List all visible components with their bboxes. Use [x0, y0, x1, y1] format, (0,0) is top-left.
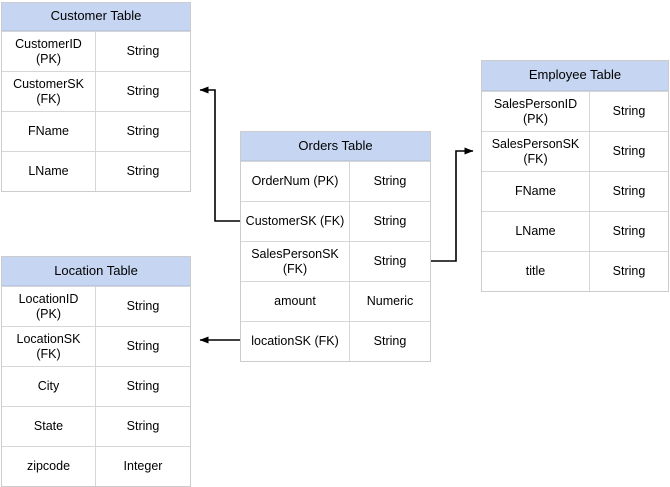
column-type: Numeric [366, 294, 414, 308]
table-row[interactable]: LocationID (PK) String [2, 286, 190, 326]
table-row[interactable]: zipcode Integer [2, 446, 190, 486]
column-name: amount [241, 282, 350, 321]
entity-table-location[interactable]: Location Table LocationID (PK) String Lo… [1, 256, 191, 487]
table-header-location: Location Table [2, 257, 190, 286]
table-row[interactable]: LName String [482, 211, 668, 251]
column-name: State [2, 407, 96, 446]
table-row[interactable]: amount Numeric [241, 281, 430, 321]
table-row[interactable]: CustomerSK (FK) String [2, 71, 190, 111]
table-row[interactable]: CustomerID (PK) String [2, 31, 190, 71]
column-type: String [126, 379, 160, 393]
table-row[interactable]: CustomerSK (FK) String [241, 201, 430, 241]
column-type: String [612, 264, 646, 278]
column-type: String [126, 419, 160, 433]
column-type: String [126, 44, 160, 58]
column-name: zipcode [2, 447, 96, 486]
table-row[interactable]: locationSK (FK) String [241, 321, 430, 361]
column-type: String [612, 224, 646, 238]
table-row[interactable]: LName String [2, 151, 190, 191]
table-row[interactable]: SalesPersonSK (FK) String [482, 131, 668, 171]
column-name: LName [482, 212, 590, 251]
column-name: CustomerSK (FK) [241, 202, 350, 241]
column-name: OrderNum (PK) [241, 162, 350, 201]
column-type: String [126, 124, 160, 138]
column-type: String [373, 174, 407, 188]
column-type: String [373, 254, 407, 268]
table-row[interactable]: State String [2, 406, 190, 446]
column-name: LocationID (PK) [2, 287, 96, 326]
column-type: String [126, 299, 160, 313]
table-header-orders: Orders Table [241, 132, 430, 161]
table-row[interactable]: OrderNum (PK) String [241, 161, 430, 201]
table-header-employee: Employee Table [482, 61, 668, 91]
column-type: String [373, 334, 407, 348]
column-name: SalesPersonID (PK) [482, 92, 590, 131]
column-name: CustomerSK (FK) [2, 72, 96, 111]
table-row[interactable]: title String [482, 251, 668, 291]
table-row[interactable]: SalesPersonID (PK) String [482, 91, 668, 131]
table-row[interactable]: City String [2, 366, 190, 406]
column-name: SalesPersonSK (FK) [482, 132, 590, 171]
entity-table-customer[interactable]: Customer Table CustomerID (PK) String Cu… [1, 2, 191, 192]
entity-table-orders[interactable]: Orders Table OrderNum (PK) String Custom… [240, 131, 431, 362]
column-name: SalesPersonSK (FK) [241, 242, 350, 281]
column-type: String [612, 184, 646, 198]
column-name: title [482, 252, 590, 291]
table-row[interactable]: SalesPersonSK (FK) String [241, 241, 430, 281]
column-name: locationSK (FK) [241, 322, 350, 361]
table-row[interactable]: FName String [482, 171, 668, 211]
column-type: String [373, 214, 407, 228]
column-type: String [126, 84, 160, 98]
column-type: String [612, 104, 646, 118]
column-name: LName [2, 152, 96, 191]
column-name: FName [482, 172, 590, 211]
table-header-customer: Customer Table [2, 3, 190, 31]
column-name: City [2, 367, 96, 406]
column-name: CustomerID (PK) [2, 32, 96, 71]
column-type: String [612, 144, 646, 158]
column-type: String [126, 339, 160, 353]
connector-orders-employee [431, 147, 474, 262]
entity-table-employee[interactable]: Employee Table SalesPersonID (PK) String… [481, 60, 669, 292]
table-row[interactable]: FName String [2, 111, 190, 151]
column-name: LocationSK (FK) [2, 327, 96, 366]
column-type: String [126, 164, 160, 178]
connector-orders-customer [199, 86, 240, 222]
table-row[interactable]: LocationSK (FK) String [2, 326, 190, 366]
column-name: FName [2, 112, 96, 151]
column-type: Integer [123, 459, 163, 473]
